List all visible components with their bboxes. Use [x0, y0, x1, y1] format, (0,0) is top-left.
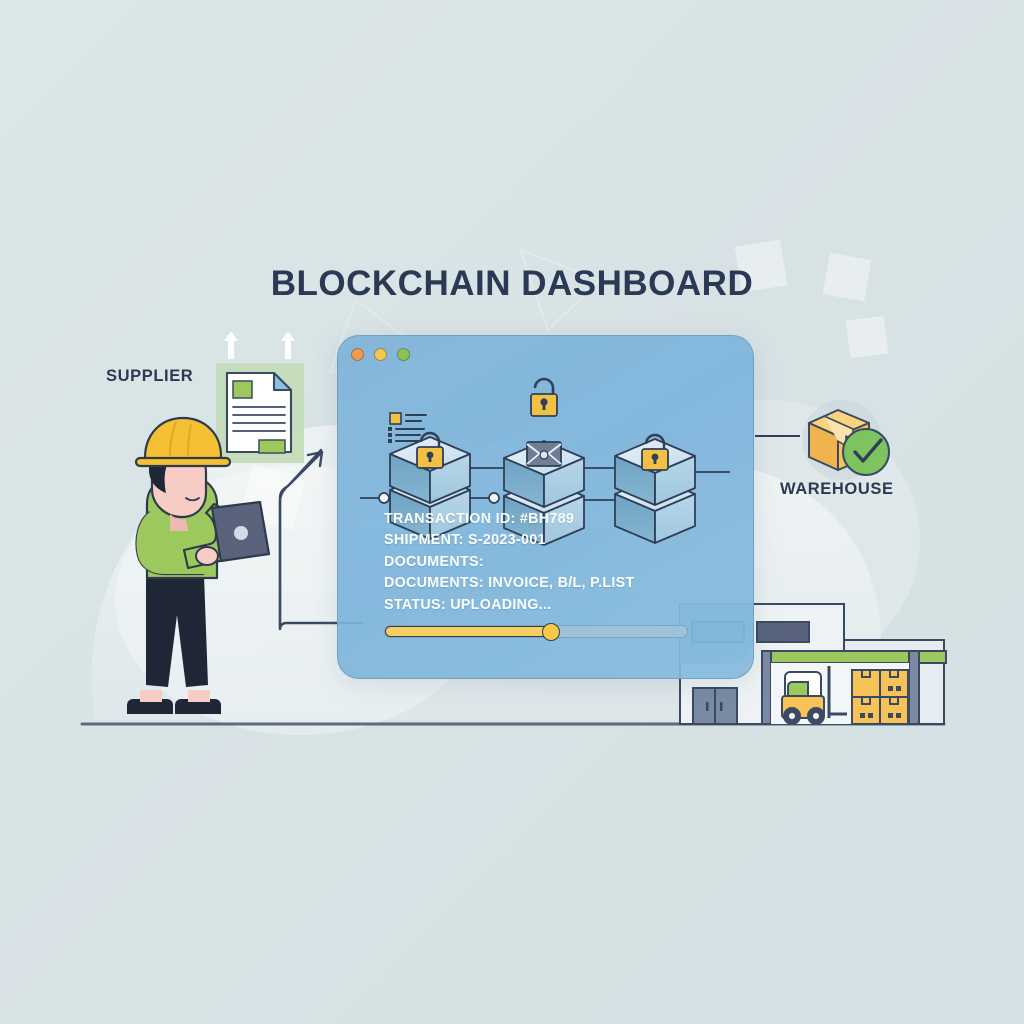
page-title: BLOCKCHAIN DASHBOARD	[270, 264, 754, 303]
window-controls[interactable]	[351, 348, 410, 361]
transaction-info: TRANSACTION ID: #BH789 SHIPMENT: S-2023-…	[384, 509, 635, 616]
info-line-shipment: SHIPMENT: S-2023-001	[384, 532, 546, 549]
info-line-status: STATUS: UPLOADING...	[384, 596, 552, 613]
blockchain-graphic	[360, 377, 730, 546]
upload-progress-bar[interactable]	[384, 622, 688, 641]
warehouse-label: WAREHOUSE	[780, 480, 894, 498]
envelope-icon	[526, 441, 562, 467]
block-2	[503, 377, 585, 546]
minimize-dot[interactable]	[374, 348, 387, 361]
progress-knob[interactable]	[542, 622, 561, 641]
stacked-crates-icon	[851, 669, 909, 725]
forklift-icon	[781, 666, 847, 725]
curved-arrow-icon	[278, 448, 364, 631]
info-line-documents-label: DOCUMENTS:	[384, 553, 484, 570]
check-circle-icon	[842, 428, 890, 476]
close-dot[interactable]	[351, 348, 364, 361]
info-line-transaction-id: TRANSACTION ID: #BH789	[384, 511, 575, 527]
tablet-icon	[210, 500, 271, 563]
maximize-dot[interactable]	[397, 348, 410, 361]
padlock-icon	[641, 433, 669, 471]
padlock-icon	[416, 431, 444, 469]
document-icon	[225, 371, 293, 454]
block-1	[389, 431, 471, 540]
padlock-icon	[530, 377, 558, 417]
upload-arrow-icon	[224, 331, 295, 359]
blockchain-dashboard-window[interactable]: TRANSACTION ID: #BH789 SHIPMENT: S-2023-…	[337, 335, 754, 679]
block-3	[614, 433, 696, 544]
supplier-label: SUPPLIER	[106, 367, 194, 385]
info-line-documents-list: DOCUMENTS: INVOICE, B/L, P.LIST	[384, 575, 635, 592]
hardhat-icon	[134, 416, 232, 468]
worker-with-tablet	[127, 416, 271, 714]
